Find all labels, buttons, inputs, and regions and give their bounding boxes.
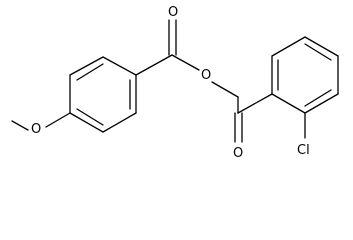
ester-oxygen-label: O <box>201 68 211 83</box>
bond-ring1-to-ester-carbon <box>135 54 173 76</box>
bond-ester-o-to-ch2 <box>211 81 239 98</box>
bond-ring1-b <box>102 56 137 76</box>
bond-ring1-e <box>69 112 104 133</box>
chlorophenyl-ring <box>271 36 339 114</box>
bond-ring1-d <box>102 112 137 133</box>
chlorine-label: Cl <box>297 143 310 158</box>
methoxyphenyl-ring <box>69 56 137 133</box>
methoxy-oxygen-label: O <box>31 122 41 137</box>
bond-ring2-inner-3 <box>304 89 332 107</box>
bond-ring2-c <box>304 36 339 57</box>
chlorine-substituent: Cl <box>297 112 310 158</box>
bond-ring1-to-methoxy-o <box>45 112 71 128</box>
bond-methoxy-o-to-methyl <box>11 120 29 131</box>
ester-group: O O <box>135 5 239 98</box>
bond-ring2-f <box>271 93 306 114</box>
bond-ring1-a <box>69 56 104 76</box>
ester-carbonyl-oxygen-label: O <box>168 5 178 20</box>
ketone-oxygen-label: O <box>233 146 243 161</box>
bond-ring1-inner-1 <box>76 63 104 81</box>
bond-ring2-b <box>271 36 306 57</box>
bond-ring2-inner-2 <box>304 43 332 61</box>
bond-ring2-e <box>304 93 339 114</box>
ketone-linker: O <box>233 93 273 161</box>
bond-ring1-inner-3 <box>76 108 104 126</box>
bond-ester-carbon-to-ester-o <box>171 54 200 71</box>
chemical-structure-diagram: O O O O Cl <box>11 5 339 161</box>
bond-ketone-carbon-to-ring2 <box>237 93 273 114</box>
methoxy-group: O <box>11 112 71 137</box>
